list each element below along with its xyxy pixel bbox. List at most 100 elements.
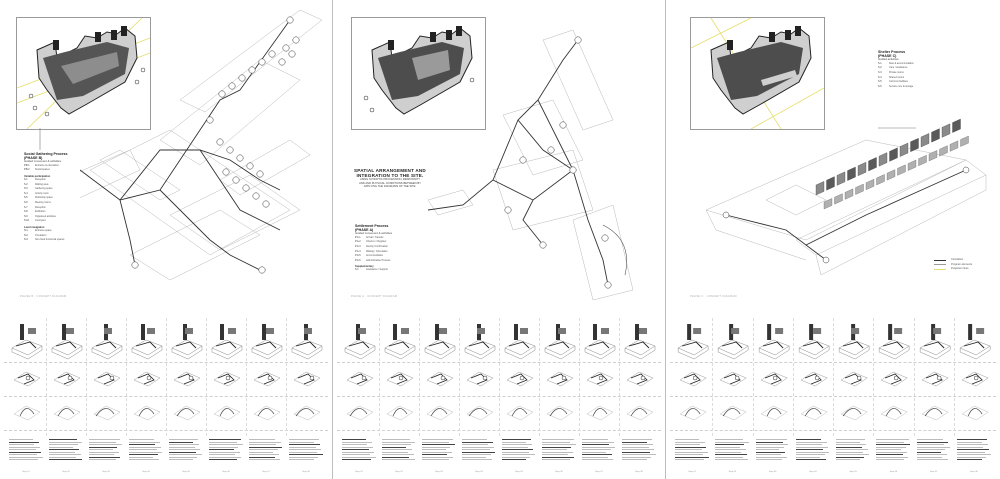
- room-cell: [952, 118, 961, 133]
- column-separator: [712, 318, 714, 436]
- site-plan-drawing: [690, 17, 825, 130]
- step-thumbnail: [344, 324, 376, 421]
- legend-code: P.A.6: [355, 258, 361, 262]
- step-thumbnail: [131, 324, 163, 421]
- legend-code: S.1: [24, 178, 28, 181]
- panel-divider: [665, 0, 666, 479]
- panel-phase-b: Social Gathering Process (PHASE B) Guide…: [0, 0, 332, 479]
- step-description: Step 06: [209, 438, 243, 474]
- step-caption: Step 01: [688, 471, 696, 474]
- step-description: Step 01: [675, 438, 709, 474]
- text-lines: [502, 439, 536, 461]
- step-thumbnail: [504, 324, 536, 421]
- step-description: Step 03: [89, 438, 123, 474]
- step-caption: Step 03: [435, 471, 443, 474]
- step-thumbnail: [11, 324, 43, 421]
- step-description: Step 05: [836, 438, 870, 474]
- step-caption: Step 07: [595, 471, 603, 474]
- step-thumbnail: [544, 324, 576, 421]
- column-separator: [752, 318, 754, 436]
- text-lines: [342, 439, 376, 461]
- legend-text: Common facilities: [889, 80, 908, 84]
- step-thumbnail: [384, 324, 416, 421]
- legend-text: Waiting / Orientation: [366, 249, 388, 253]
- legend-code: S.2: [24, 182, 28, 186]
- legend-text: Social spaces: [35, 168, 50, 172]
- step-caption: Step 06: [222, 471, 230, 474]
- step-caption: Step 01: [22, 471, 30, 474]
- headline-subtitle: USING SYNOPTIC PROCESSION, RESPONSITY: [359, 178, 421, 182]
- step-description: Step 08: [289, 438, 323, 474]
- text-lines: [382, 439, 416, 461]
- legend-code: S.3: [24, 187, 28, 191]
- column-separator: [953, 318, 955, 436]
- text-lines: [289, 439, 323, 461]
- step-caption: Step 05: [849, 471, 857, 474]
- text-lines: [89, 439, 123, 461]
- room-cells: [815, 118, 969, 210]
- column-separator: [873, 318, 875, 436]
- text-lines: [675, 439, 709, 461]
- step-description: Step 07: [916, 438, 951, 474]
- room-cell: [834, 193, 843, 205]
- legend-code: N.1: [24, 228, 28, 232]
- panel-divider: [332, 0, 333, 479]
- room-cell: [857, 161, 867, 177]
- step-description: Step 05: [502, 438, 536, 474]
- step-caption: Step 05: [515, 471, 523, 474]
- legend-text: Private rooms: [889, 71, 904, 74]
- legend-section: Guided movement & activities: [24, 159, 61, 164]
- step-caption: Step 01: [355, 471, 363, 474]
- text-lines: [49, 439, 83, 461]
- legend-code: P.B.1: [24, 163, 30, 167]
- panel-phase-a: SPATIAL ARRANGEMENT AND INTEGRATION TO T…: [333, 0, 665, 479]
- legend-code: S.6: [878, 84, 882, 88]
- room-cell: [886, 169, 896, 181]
- step-description: Step 01: [9, 438, 43, 474]
- legend-text: Rest & accommodation: [889, 61, 914, 65]
- legend-subtitle: (PHASE C): [878, 54, 897, 59]
- legend-text: Organised activities: [35, 214, 56, 218]
- legend-section: Guided movement & activities: [355, 231, 392, 236]
- legend-code: S.8: [24, 210, 28, 214]
- axonometric-circulation-diagram: [427, 29, 634, 301]
- legend-code: S.6: [24, 200, 28, 204]
- step-thumbnail: [677, 324, 709, 421]
- column-separator: [459, 318, 460, 436]
- room-cell: [826, 176, 835, 191]
- legend-code: S.5: [878, 80, 882, 84]
- room-cell: [899, 142, 909, 157]
- line-key-swatch: [934, 259, 946, 261]
- room-cell: [941, 123, 951, 138]
- legend-code: N.3: [24, 238, 28, 242]
- text-lines: [462, 439, 496, 461]
- legend-text: Activity room: [35, 191, 49, 195]
- step-thumbnail: [51, 324, 83, 421]
- legend-code: P.A.4: [355, 249, 361, 253]
- room-cell: [889, 147, 898, 162]
- line-key-row: Circulation: [934, 258, 994, 263]
- legend-text: Meeting rooms: [35, 200, 51, 204]
- column-separator: [619, 318, 620, 436]
- step-description: Step 08: [622, 438, 656, 474]
- headline-block: SPATIAL ARRANGEMENT AND INTEGRATION TO T…: [351, 168, 429, 188]
- site-plan-drawing: [16, 17, 151, 130]
- text-lines: [422, 439, 456, 461]
- process-legend: Settlement Process (PHASE A) Guided move…: [355, 224, 409, 273]
- room-cell: [878, 152, 888, 167]
- column-separator: [579, 318, 580, 436]
